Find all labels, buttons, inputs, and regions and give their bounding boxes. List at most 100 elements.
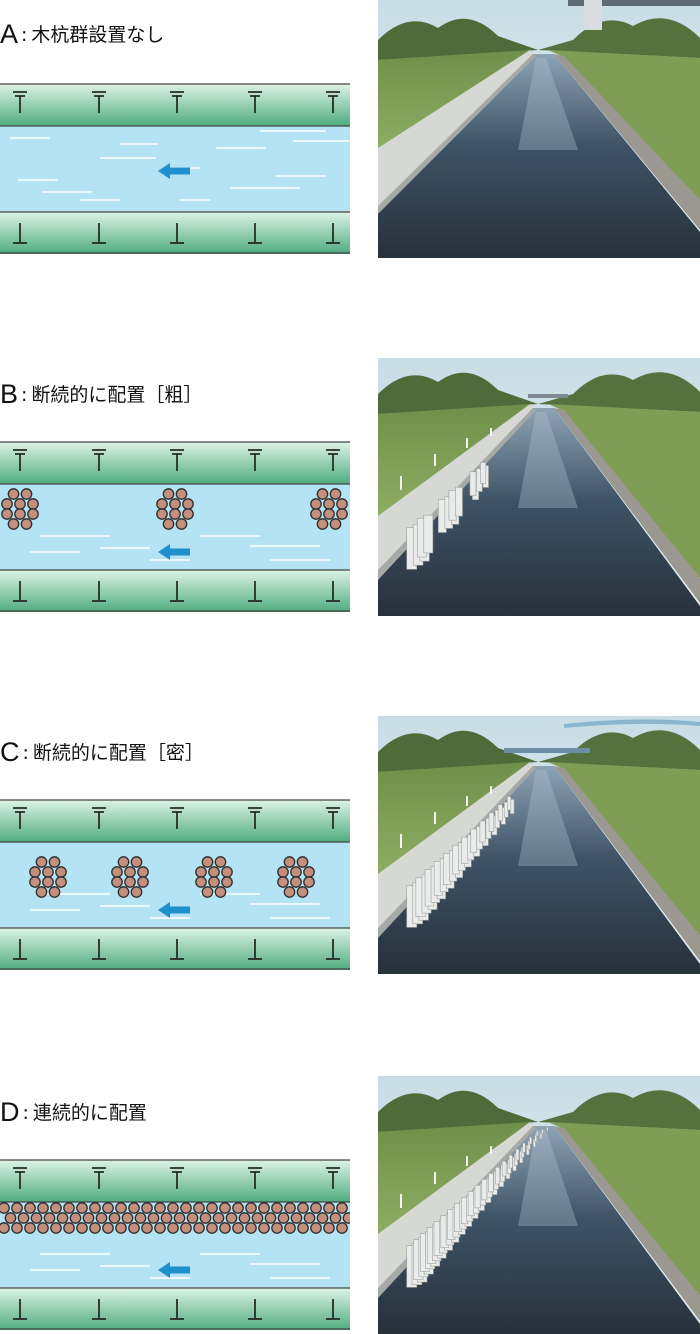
pile-circle-icon: [162, 488, 175, 500]
pile-circle-icon: [201, 886, 214, 898]
bank-tick-icon: [92, 581, 106, 602]
pile-circle-icon: [154, 1202, 166, 1214]
wooden-pile: [507, 796, 512, 811]
stream-water: [378, 766, 700, 974]
bank-tick-icon: [92, 1299, 106, 1320]
pile-circle-icon: [277, 1212, 290, 1224]
pile-circle-icon: [303, 1212, 316, 1224]
pile-circle-icon: [63, 1202, 75, 1214]
pile-circle-icon: [7, 488, 20, 500]
pile-circle-icon: [0, 1202, 10, 1214]
pile-circle-icon: [182, 498, 194, 510]
pile-circle-icon: [303, 866, 315, 878]
pile-circle-icon: [111, 866, 123, 878]
wooden-pile: [481, 1179, 488, 1201]
bank-tick-icon: [13, 1167, 27, 1189]
pile-circle-icon: [29, 876, 41, 888]
lower-bank: [0, 570, 350, 612]
arrow-left-icon: [158, 902, 190, 918]
pile-circle-icon: [43, 1212, 56, 1224]
concrete-wall-face: [378, 54, 536, 214]
pile-circle-icon: [82, 1212, 95, 1224]
wooden-pile: [497, 804, 503, 822]
channel-photo: [378, 716, 700, 974]
wooden-pile: [527, 1140, 531, 1150]
bank-tick-icon: [13, 223, 27, 244]
wooden-pile: [488, 812, 495, 832]
pile-circle-icon: [221, 866, 233, 878]
pile-circle-icon: [264, 1212, 277, 1224]
pile-circle-icon: [27, 498, 39, 510]
marker-stake: [434, 1172, 436, 1184]
wooden-pile: [474, 1185, 481, 1209]
wooden-pile: [515, 1148, 520, 1161]
panel-colon: :: [21, 384, 28, 406]
stone-revetment: [554, 408, 700, 603]
pile-circle-icon: [193, 1202, 205, 1214]
panel-label: 連続的に配置: [32, 1102, 147, 1124]
pile-circle-icon: [89, 1222, 101, 1234]
wooden-pile: [539, 1132, 543, 1140]
wooden-pile: [546, 1126, 549, 1132]
panel-label: 断続的に配置［密］: [32, 742, 204, 764]
panel-label: 木杭群設置なし: [31, 24, 165, 46]
wooden-pile: [495, 1166, 501, 1185]
pile-circle-icon: [316, 518, 329, 530]
pile-circle-icon: [141, 1222, 153, 1234]
stone-revetment: [554, 1126, 700, 1321]
pile-circle-icon: [167, 1202, 179, 1214]
pile-circle-icon: [115, 1202, 127, 1214]
pile-circle-icon: [95, 1212, 108, 1224]
tree-line: [538, 18, 700, 58]
marker-stake: [434, 812, 436, 824]
pile-circle-icon: [0, 1222, 10, 1234]
arrow-left-icon: [158, 544, 190, 560]
pile-circle-icon: [245, 1202, 257, 1214]
pile-circle-icon: [214, 856, 227, 868]
bank-tick-icon: [13, 939, 27, 960]
upper-bank: [0, 442, 350, 484]
wooden-pile: [480, 462, 487, 484]
water-reflection: [518, 1130, 578, 1226]
channel-diagram: [0, 441, 350, 612]
bank-tick-icon: [248, 223, 262, 244]
arrow-left-icon: [158, 163, 190, 179]
pile-circle-icon: [182, 508, 194, 520]
pile-circle-icon: [147, 1212, 160, 1224]
pile-circle-icon: [323, 1222, 335, 1234]
panel-letter: A: [0, 19, 19, 49]
bank-tick-icon: [326, 939, 340, 960]
water-reflection: [518, 770, 578, 866]
pile-circle-icon: [175, 488, 188, 500]
pile-circle-icon: [284, 1202, 296, 1214]
pile-circle-icon: [329, 1212, 342, 1224]
pile-circle-icon: [55, 866, 67, 878]
upper-bank: [0, 84, 350, 126]
pile-circle-icon: [323, 1202, 335, 1214]
wooden-pile: [534, 1134, 538, 1142]
pile-circle-icon: [336, 1202, 348, 1214]
panel-c: C:断続的に配置［密］: [0, 716, 700, 974]
pile-circle-icon: [336, 508, 348, 520]
pile-circle-icon: [284, 1222, 296, 1234]
pile-circle-icon: [48, 856, 61, 868]
right-grass-bank: [548, 404, 700, 578]
pile-circle-icon: [121, 1212, 134, 1224]
bank-tick-icon: [92, 223, 106, 244]
pile-circle-icon: [128, 1222, 140, 1234]
lower-bank: [0, 1288, 350, 1330]
pile-circle-icon: [55, 876, 67, 888]
wooden-pile: [448, 490, 457, 521]
pile-circle-icon: [310, 1202, 322, 1214]
pile-circle-icon: [156, 498, 168, 510]
channel-diagram: [0, 1159, 350, 1330]
wooden-pile: [541, 1128, 544, 1134]
tree-line: [378, 372, 538, 414]
pile-circle-icon: [137, 876, 149, 888]
pile-circle-icon: [296, 886, 309, 898]
stream-water: [378, 54, 700, 258]
pile-circle-icon: [310, 1222, 322, 1234]
bank-tick-icon: [13, 91, 27, 113]
tree-line: [538, 730, 700, 770]
pile-circle-icon: [169, 498, 181, 510]
